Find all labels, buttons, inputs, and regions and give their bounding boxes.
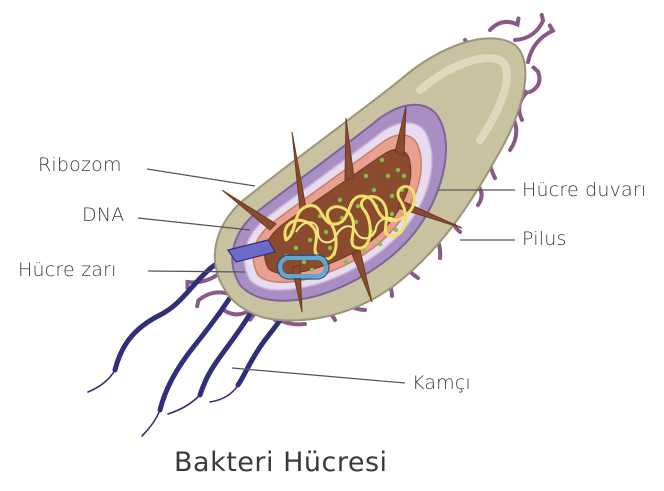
- ribosome-dot: [308, 238, 312, 242]
- diagram-title: Bakteri Hücresi: [174, 447, 388, 478]
- ribosome-dot: [372, 188, 376, 192]
- ribosome-dot: [310, 268, 314, 272]
- label-pilus: Pilus: [522, 228, 567, 250]
- ribosome-dot: [338, 198, 342, 202]
- label-hucre-zari: Hücre zarı: [18, 259, 117, 281]
- cell-body: [215, 38, 526, 320]
- ribosome-dot: [302, 260, 306, 264]
- pilus-strand: [490, 19, 518, 30]
- ribosome-dot: [386, 174, 390, 178]
- ribosome-dot: [390, 212, 394, 216]
- ribosome-dot: [356, 204, 360, 208]
- ribosome-dot: [328, 246, 332, 250]
- ribosome-dot: [394, 228, 398, 232]
- ribosome-dot: [380, 158, 384, 162]
- ribosome-dot: [344, 260, 348, 264]
- label-ribozom: Ribozom: [38, 154, 122, 176]
- label-hucre-duvari: Hücre duvarı: [522, 179, 646, 201]
- ribosome-dot: [378, 242, 382, 246]
- pilus-strand: [530, 67, 539, 92]
- ribosome-dot: [364, 174, 368, 178]
- label-kamci: Kamçı: [412, 372, 471, 394]
- ribosome-dot: [396, 168, 400, 172]
- pilus-strand: [528, 25, 553, 62]
- ribosome-dot: [402, 174, 406, 178]
- label-dna: DNA: [82, 204, 124, 226]
- ribosome-dot: [324, 230, 328, 234]
- ribosome-dot: [294, 246, 298, 250]
- ribosome-dot: [390, 194, 394, 198]
